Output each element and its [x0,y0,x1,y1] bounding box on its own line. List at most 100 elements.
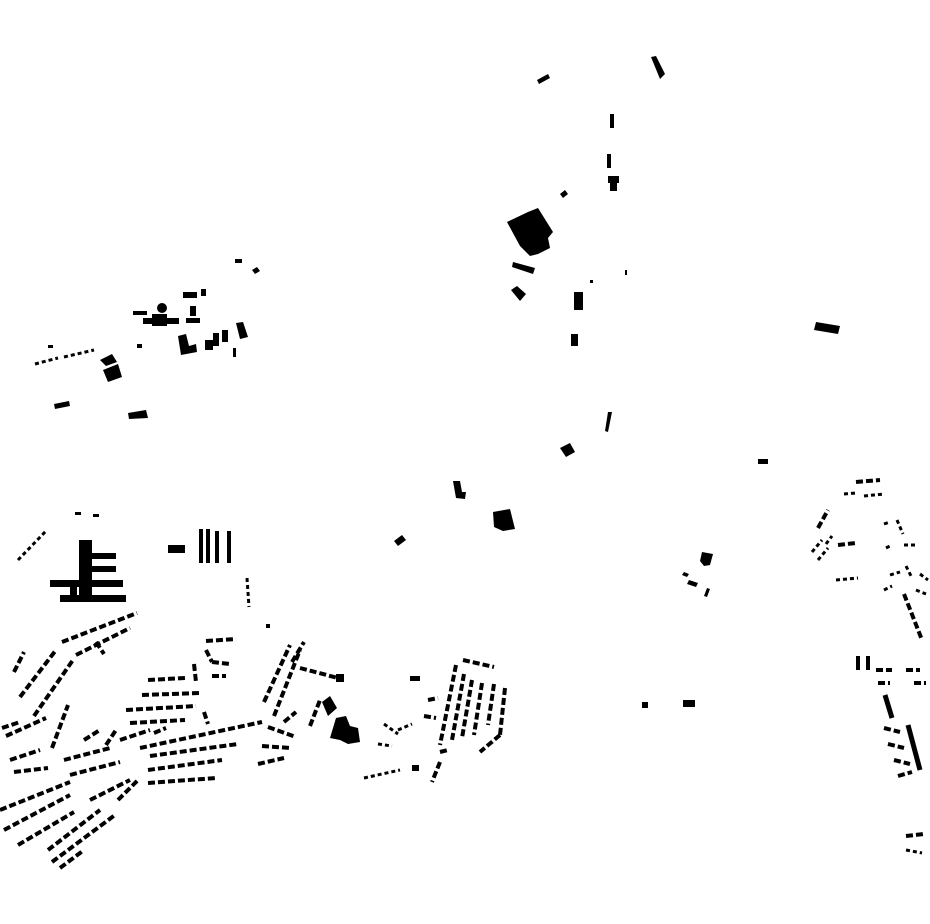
building [227,531,231,563]
building-row [816,509,830,529]
building-row [34,356,59,366]
building-row [905,724,923,771]
building-row [245,577,251,608]
building-row [462,658,495,669]
building [236,322,248,339]
building-row [50,704,70,749]
building-row [383,722,399,736]
building-row [843,491,857,496]
building [610,114,614,128]
building [48,345,53,348]
building [152,314,167,326]
building-row [885,544,891,550]
building [651,56,665,79]
building [574,292,583,310]
building [608,176,619,183]
building-row [810,539,824,553]
building-row [308,699,322,727]
building [322,696,337,716]
building-row [261,744,291,750]
building [215,531,219,563]
building-row [12,651,26,673]
building [252,267,260,274]
building-row [299,666,339,680]
building [178,334,197,355]
building-row [430,761,442,783]
building-row [9,748,41,762]
building-row [423,714,437,720]
building [537,74,550,84]
building-row [905,848,923,855]
building-row [837,541,857,547]
building-row [46,808,102,852]
building-row [125,704,197,712]
building [571,334,578,346]
building-row [816,547,830,561]
building-row [58,848,86,870]
building-row [438,664,458,746]
building [605,412,612,432]
building [133,311,147,315]
building-row [262,644,292,703]
building-row [94,640,106,656]
building-row [32,658,75,718]
building-row [363,768,401,780]
building-row [89,778,131,802]
building-row [139,720,263,750]
building [590,280,593,283]
building-row [915,588,927,596]
building-row [50,813,117,864]
building [607,154,611,168]
building-row [282,710,298,724]
building-cluster-southwest [0,512,420,870]
building [199,529,203,563]
building-row [460,679,474,739]
building-row [267,725,297,739]
building [100,354,117,366]
building-cluster-loop [423,658,507,783]
building [683,700,695,707]
building-row [889,570,901,577]
building-row [116,778,140,802]
building-row [498,687,507,736]
building-row [153,726,167,735]
building-row [855,478,881,484]
building-row [863,492,885,498]
building-row [147,758,223,772]
building-row [835,576,859,582]
building-row [192,663,198,683]
building-row [0,780,71,812]
building-row [149,742,239,758]
building [336,674,344,682]
building-row [204,649,214,663]
building-row [119,728,151,742]
building-row [272,649,302,717]
building-row [472,682,484,736]
building [642,702,648,708]
building [511,286,526,301]
building-row [141,691,201,697]
building [183,292,197,298]
building-row [824,535,834,545]
building [54,401,70,409]
building [453,481,466,499]
building [70,587,77,597]
building-row [257,756,285,766]
building-row [478,733,502,754]
building [128,410,148,419]
building-row [439,748,449,754]
building-row [377,742,393,748]
building-row [16,810,76,847]
building-row [147,776,217,785]
building-row [69,760,121,777]
building-cluster-east [810,478,929,855]
building-row [897,770,913,778]
building-row [202,711,210,725]
building [330,716,360,744]
building-row [905,832,925,838]
building [222,330,228,342]
building [168,545,185,553]
building-row [63,348,95,359]
building-row [16,529,48,562]
building [560,190,568,198]
